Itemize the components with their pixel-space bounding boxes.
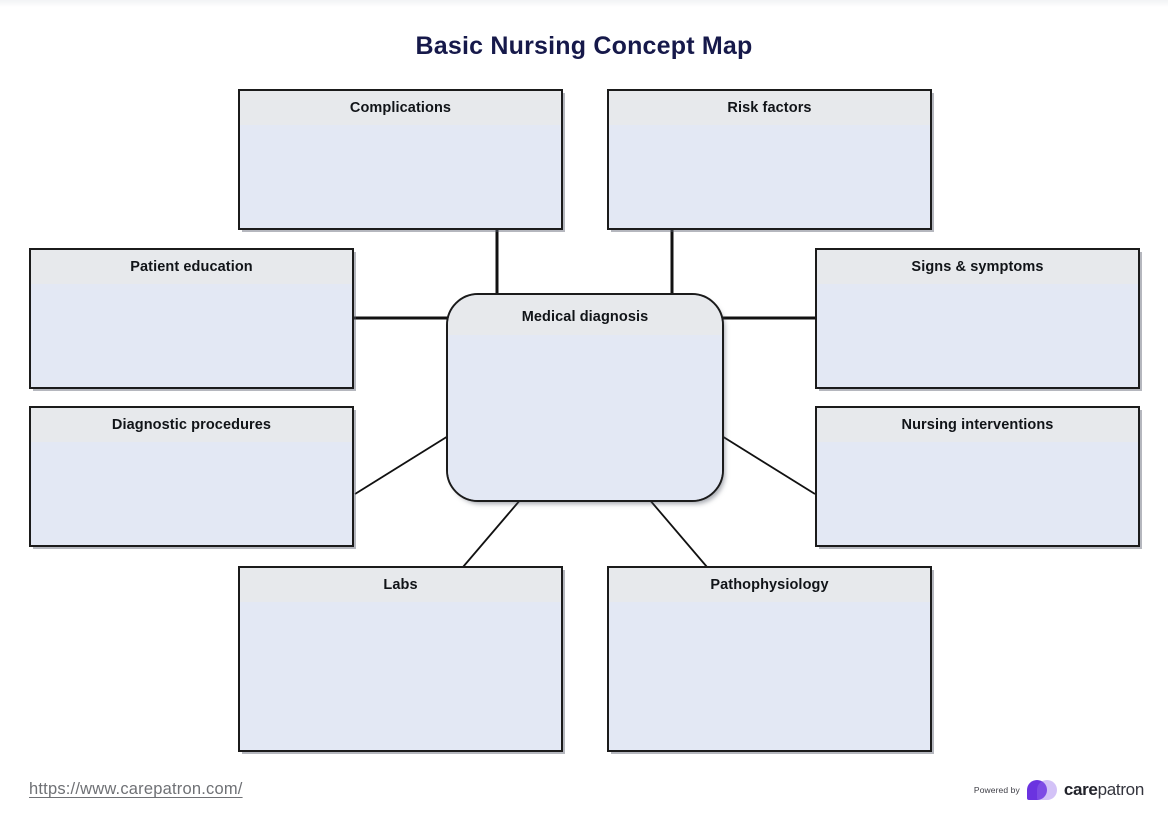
node-nursing-interventions[interactable]: Nursing interventions <box>815 406 1140 547</box>
node-patient-education-body[interactable] <box>31 284 352 387</box>
node-medical-diagnosis-body[interactable] <box>448 335 722 500</box>
node-nursing-interventions-header: Nursing interventions <box>817 408 1138 442</box>
node-labs-label: Labs <box>383 576 418 593</box>
node-signs-symptoms-header: Signs & symptoms <box>817 250 1138 284</box>
node-pathophysiology-label: Pathophysiology <box>710 576 829 593</box>
node-diagnostic-procedures-body[interactable] <box>31 442 352 545</box>
node-patient-education-label: Patient education <box>130 258 253 275</box>
node-complications[interactable]: Complications <box>238 89 563 230</box>
node-pathophysiology[interactable]: Pathophysiology <box>607 566 932 752</box>
node-patient-education[interactable]: Patient education <box>29 248 354 389</box>
node-risk-factors[interactable]: Risk factors <box>607 89 932 230</box>
node-diagnostic-procedures[interactable]: Diagnostic procedures <box>29 406 354 547</box>
carepatron-url-link[interactable]: https://www.carepatron.com/ <box>29 780 243 798</box>
connector-central-to-pathophysiology <box>648 498 708 568</box>
node-signs-symptoms-body[interactable] <box>817 284 1138 387</box>
node-patient-education-header: Patient education <box>31 250 352 284</box>
node-risk-factors-header: Risk factors <box>609 91 930 125</box>
node-medical-diagnosis[interactable]: Medical diagnosis <box>446 293 724 502</box>
brand-light: patron <box>1097 780 1145 799</box>
page-title: Basic Nursing Concept Map <box>415 32 753 60</box>
node-diagnostic-procedures-header: Diagnostic procedures <box>31 408 352 442</box>
node-signs-symptoms-label: Signs & symptoms <box>911 258 1044 275</box>
node-medical-diagnosis-label: Medical diagnosis <box>521 308 649 325</box>
carepatron-wordmark: carepatron <box>1064 780 1144 800</box>
connector-central-to-nursing-interventions <box>716 432 816 495</box>
carepatron-branding: Powered by carepatron <box>974 779 1144 801</box>
carepatron-logo-icon <box>1026 779 1057 801</box>
node-risk-factors-body[interactable] <box>609 125 930 228</box>
connector-central-to-diagnostic-procedures <box>354 432 454 495</box>
node-complications-body[interactable] <box>240 125 561 228</box>
node-pathophysiology-header: Pathophysiology <box>609 568 930 602</box>
node-labs-body[interactable] <box>240 602 561 750</box>
node-complications-header: Complications <box>240 91 561 125</box>
powered-by-label: Powered by <box>973 785 1020 795</box>
brand-bold: care <box>1063 780 1098 799</box>
node-risk-factors-label: Risk factors <box>727 99 812 116</box>
node-labs-header: Labs <box>240 568 561 602</box>
node-pathophysiology-body[interactable] <box>609 602 930 750</box>
connector-central-to-labs <box>462 498 522 568</box>
node-labs[interactable]: Labs <box>238 566 563 752</box>
page-top-edge <box>0 0 1168 7</box>
node-diagnostic-procedures-label: Diagnostic procedures <box>111 416 272 433</box>
node-nursing-interventions-body[interactable] <box>817 442 1138 545</box>
node-signs-symptoms[interactable]: Signs & symptoms <box>815 248 1140 389</box>
node-complications-label: Complications <box>349 99 452 116</box>
node-nursing-interventions-label: Nursing interventions <box>901 416 1054 433</box>
node-medical-diagnosis-header: Medical diagnosis <box>448 295 722 335</box>
